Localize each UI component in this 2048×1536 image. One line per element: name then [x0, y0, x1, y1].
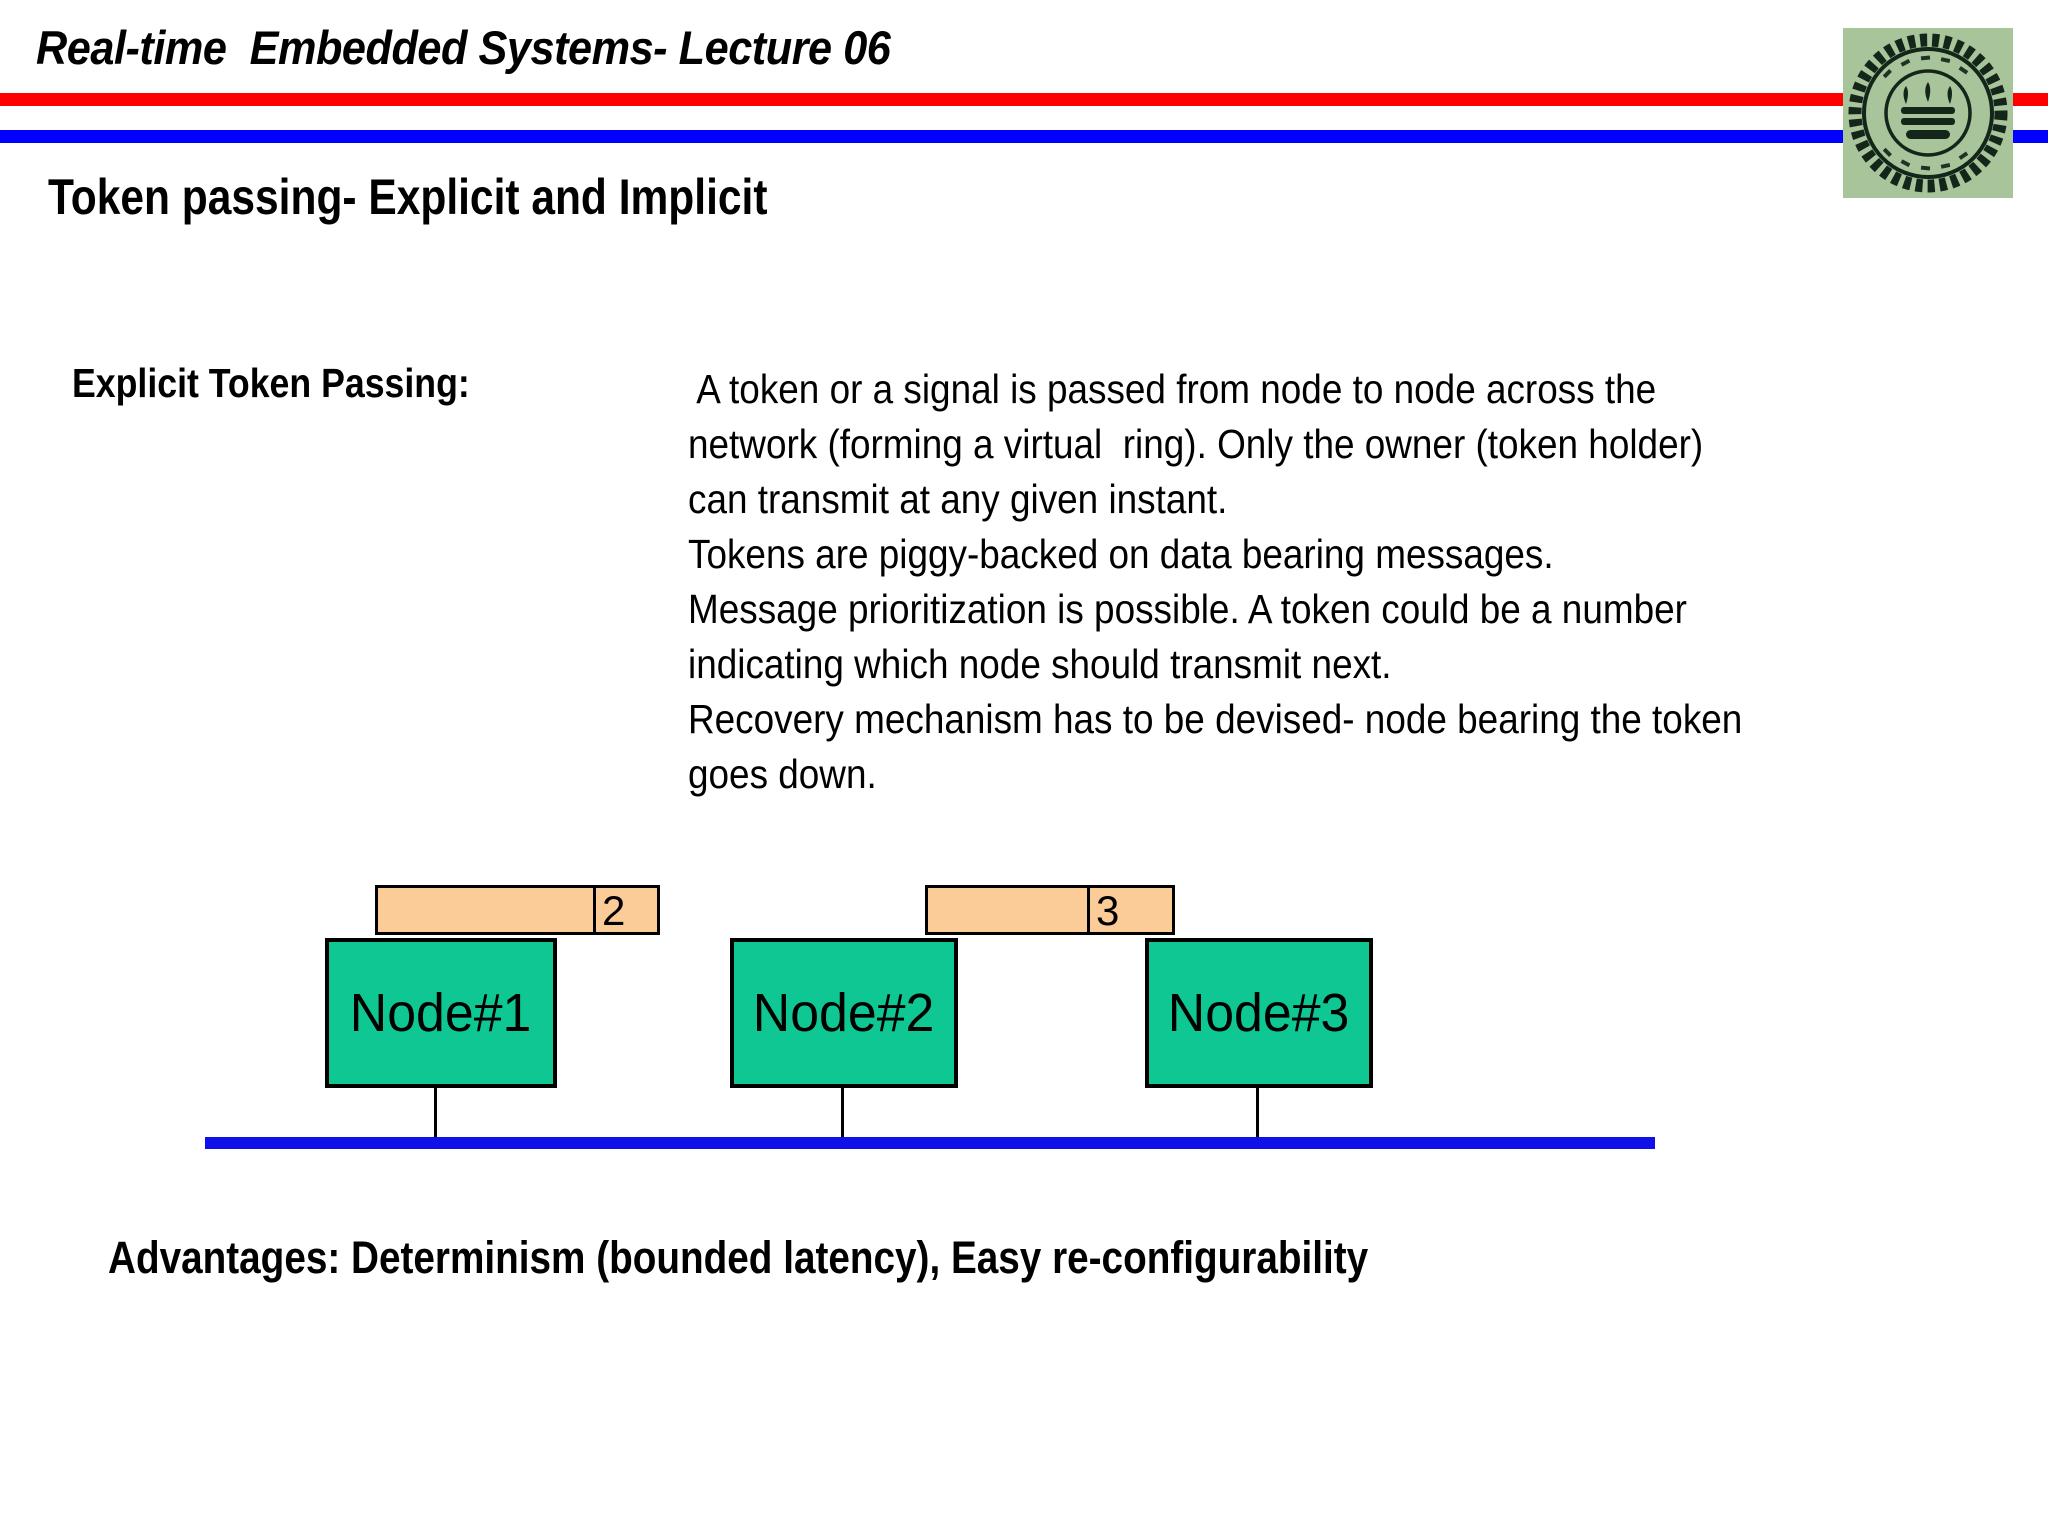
body-line: Message prioritization is possible. A to… — [688, 586, 1687, 632]
body-line: can transmit at any given instant. — [688, 476, 1228, 522]
node-label: Node#3 — [1168, 983, 1350, 1043]
node-bus-stub-3 — [1256, 1088, 1259, 1146]
packet-token-number: 3 — [1087, 888, 1172, 932]
body-line: network (forming a virtual ring). Only t… — [688, 421, 1704, 467]
advantages-text: Advantages: Determinism (bounded latency… — [108, 1232, 1369, 1283]
message-packet-1: 2 — [375, 885, 660, 935]
node-box-3: Node#3 — [1145, 938, 1373, 1088]
body-text-block: A token or a signal is passed from node … — [688, 362, 2018, 802]
header-rule-red — [0, 93, 2048, 106]
section-label-explicit-token-passing: Explicit Token Passing: — [72, 360, 470, 406]
body-line: A token or a signal is passed from node … — [688, 366, 1657, 412]
body-line: goes down. — [688, 751, 877, 797]
node-label: Node#1 — [350, 983, 532, 1043]
node-bus-stub-2 — [841, 1088, 844, 1146]
network-bus-line — [205, 1137, 1655, 1149]
node-bus-stub-1 — [434, 1088, 437, 1146]
node-box-2: Node#2 — [730, 938, 958, 1088]
node-box-1: Node#1 — [325, 938, 557, 1088]
message-packet-2: 3 — [925, 885, 1175, 935]
university-seal-logo — [1843, 28, 2013, 198]
body-line: Tokens are piggy-backed on data bearing … — [688, 531, 1554, 577]
packet-token-number: 2 — [593, 888, 657, 932]
lecture-header-title: Real-time Embedded Systems- Lecture 06 — [36, 21, 891, 74]
page-title: Token passing- Explicit and Implicit — [48, 169, 768, 225]
body-line: indicating which node should transmit ne… — [688, 641, 1392, 687]
node-label: Node#2 — [753, 983, 935, 1043]
packet-data-field — [928, 888, 1087, 932]
body-line: Recovery mechanism has to be devised- no… — [688, 696, 1743, 742]
packet-data-field — [378, 888, 593, 932]
header-rule-blue — [0, 130, 2048, 143]
